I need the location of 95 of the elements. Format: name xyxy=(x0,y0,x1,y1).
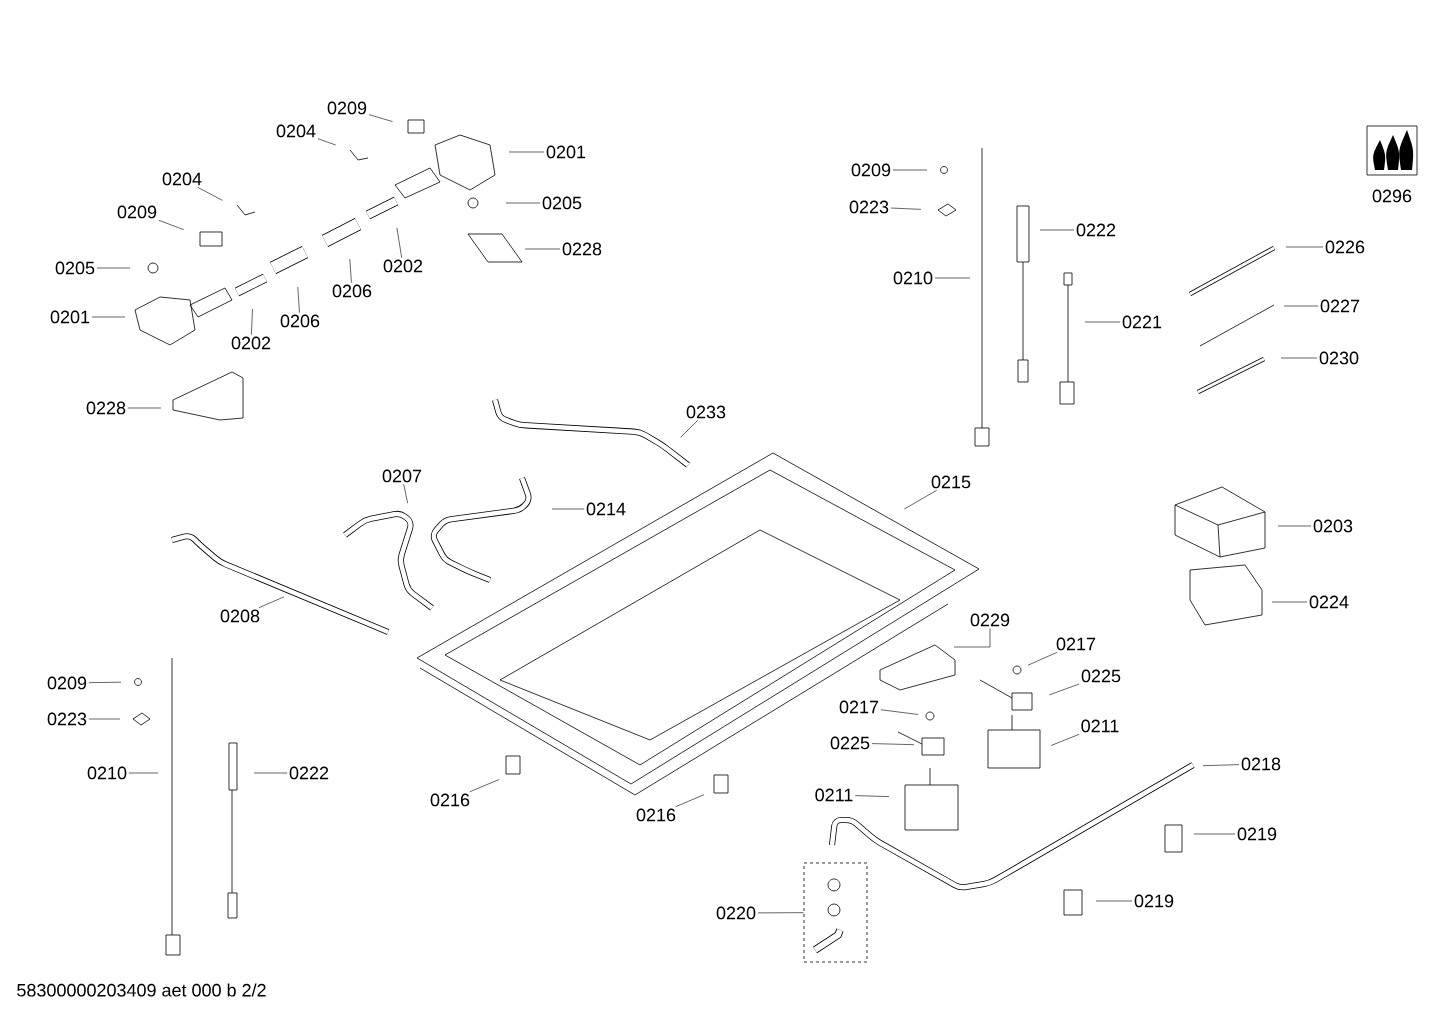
callout-number: 0225 xyxy=(1081,669,1121,683)
leader-line xyxy=(127,407,162,409)
callout-number: 0203 xyxy=(1313,519,1353,533)
leader-line xyxy=(297,286,300,314)
callout-number: 0227 xyxy=(1320,299,1360,313)
callout-number: 0211 xyxy=(1081,719,1119,733)
callout-number: 0210 xyxy=(87,766,127,780)
callout-number: 0233 xyxy=(686,405,726,419)
leader-line xyxy=(871,743,915,745)
leader-line xyxy=(1202,764,1240,766)
leader-line xyxy=(91,316,126,318)
leader-line xyxy=(1049,683,1080,696)
leader-line xyxy=(251,308,253,336)
bracket xyxy=(803,862,868,963)
callout-number: 0218 xyxy=(1241,757,1281,771)
callout-number: 0205 xyxy=(55,261,95,275)
leader-line xyxy=(396,227,402,259)
leader-line xyxy=(1095,900,1133,902)
callout-number: 0225 xyxy=(830,736,870,750)
leader-line xyxy=(508,151,545,153)
callout-number: 0221 xyxy=(1122,315,1162,329)
callout-number: 0219 xyxy=(1237,827,1277,841)
callout-number: 0201 xyxy=(50,310,90,324)
callout-number: 0215 xyxy=(931,475,971,489)
callout-number: 0206 xyxy=(280,314,320,328)
callout-number: 0228 xyxy=(86,401,126,415)
callout-number: 0229 xyxy=(970,613,1010,627)
callout-number: 0223 xyxy=(47,712,87,726)
callout-number: 0209 xyxy=(117,205,157,219)
callout-number: 0209 xyxy=(47,676,87,690)
callout-number: 0205 xyxy=(542,196,582,210)
callout-number: 0216 xyxy=(430,793,470,807)
callout-number: 0219 xyxy=(1134,894,1174,908)
callout-number: 0209 xyxy=(327,101,367,115)
callout-number: 0214 xyxy=(586,502,626,516)
callout-number: 0224 xyxy=(1309,595,1349,609)
leader-line xyxy=(1280,357,1318,359)
leader-line xyxy=(253,772,288,774)
leader-line xyxy=(1084,321,1121,323)
leader-line xyxy=(904,489,938,510)
callout-number: 0202 xyxy=(231,336,271,350)
callout-number: 0223 xyxy=(849,200,889,214)
callout-number: 0210 xyxy=(893,271,933,285)
leader-line xyxy=(1283,305,1319,307)
leader-line xyxy=(258,596,285,608)
callout-number: 0222 xyxy=(1076,223,1116,237)
leader-line xyxy=(128,772,159,774)
leader-line xyxy=(953,627,991,648)
callout-number: 0204 xyxy=(162,172,202,186)
leader-line xyxy=(88,718,121,720)
leader-line xyxy=(890,207,922,210)
leader-line xyxy=(1271,601,1308,603)
callout-number: 0204 xyxy=(276,124,316,138)
callout-number: 0201 xyxy=(546,145,586,159)
callout-number: 0206 xyxy=(332,284,372,298)
callout-number: 0209 xyxy=(851,163,891,177)
leader-line xyxy=(158,219,185,230)
leader-line xyxy=(675,794,705,808)
leader-line xyxy=(349,258,352,284)
leader-line xyxy=(757,912,804,914)
drawing-number: 58300000203409 aet 000 b 2/2 xyxy=(17,983,266,997)
leader-line xyxy=(1039,229,1075,231)
leader-line xyxy=(551,508,585,510)
callout-number: 0202 xyxy=(383,259,423,273)
leader-line xyxy=(934,277,971,279)
leader-line xyxy=(88,681,122,683)
leader-line xyxy=(403,483,408,504)
leader-line xyxy=(1050,733,1080,746)
callout-number: 0222 xyxy=(289,766,329,780)
leader-line xyxy=(1027,651,1058,666)
leader-line xyxy=(317,138,336,146)
callout-number: 0208 xyxy=(220,609,260,623)
leader-line xyxy=(680,419,699,438)
leader-line xyxy=(505,202,541,204)
leader-line xyxy=(368,114,393,122)
leader-line xyxy=(892,169,928,171)
leader-line xyxy=(469,779,500,793)
callout-number: 0211 xyxy=(815,788,853,802)
callout-number: 0226 xyxy=(1325,240,1365,254)
callout-number: 0207 xyxy=(382,469,422,483)
callout-number: 0217 xyxy=(1056,637,1096,651)
leader-line xyxy=(524,248,561,250)
callout-number: 0230 xyxy=(1319,351,1359,365)
leader-line xyxy=(854,795,890,797)
callout-number: 0296 xyxy=(1372,189,1412,203)
callout-number: 0217 xyxy=(839,700,879,714)
leader-line xyxy=(1285,246,1324,248)
callout-number: 0228 xyxy=(562,242,602,256)
callout-number: 0220 xyxy=(716,906,756,920)
leader-line xyxy=(197,186,223,201)
leader-line xyxy=(96,267,131,269)
leader-line xyxy=(1277,525,1312,527)
callout-number: 0216 xyxy=(636,808,676,822)
leader-line xyxy=(880,709,919,715)
leader-line xyxy=(1193,833,1236,835)
